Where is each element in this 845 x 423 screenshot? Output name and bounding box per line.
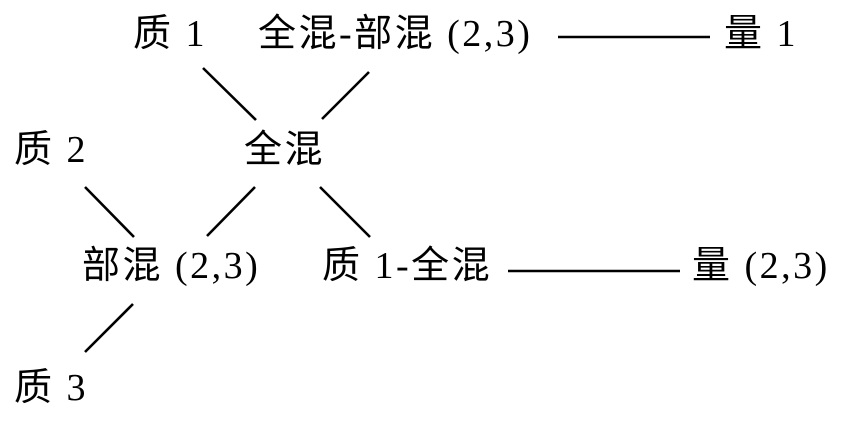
node-zhi-3: 质 3 bbox=[14, 367, 89, 409]
node-liang-1: 量 1 bbox=[724, 13, 799, 55]
edge-quanhun--zhi-1-quanhun bbox=[319, 186, 371, 238]
node-zhi-2: 质 2 bbox=[14, 129, 89, 171]
edge-buhun-2-3--zhi-3 bbox=[84, 303, 134, 353]
edge-zhi-1--quanhun bbox=[202, 67, 257, 121]
edge-quanhun-buhun-2-3--quanhun bbox=[321, 71, 370, 120]
node-quanhun-buhun-2-3: 全混-部混 (2,3) bbox=[258, 13, 533, 55]
node-zhi-1: 质 1 bbox=[133, 13, 208, 55]
node-quanhun: 全混 bbox=[244, 129, 326, 171]
node-liang-2-3: 量 (2,3) bbox=[692, 245, 830, 287]
edge-zhi-2--buhun-2-3 bbox=[84, 186, 135, 238]
edge-quanhun--buhun-2-3 bbox=[206, 186, 256, 237]
node-zhi-1-quanhun: 质 1-全混 bbox=[322, 245, 493, 287]
node-buhun-2-3: 部混 (2,3) bbox=[82, 245, 261, 287]
